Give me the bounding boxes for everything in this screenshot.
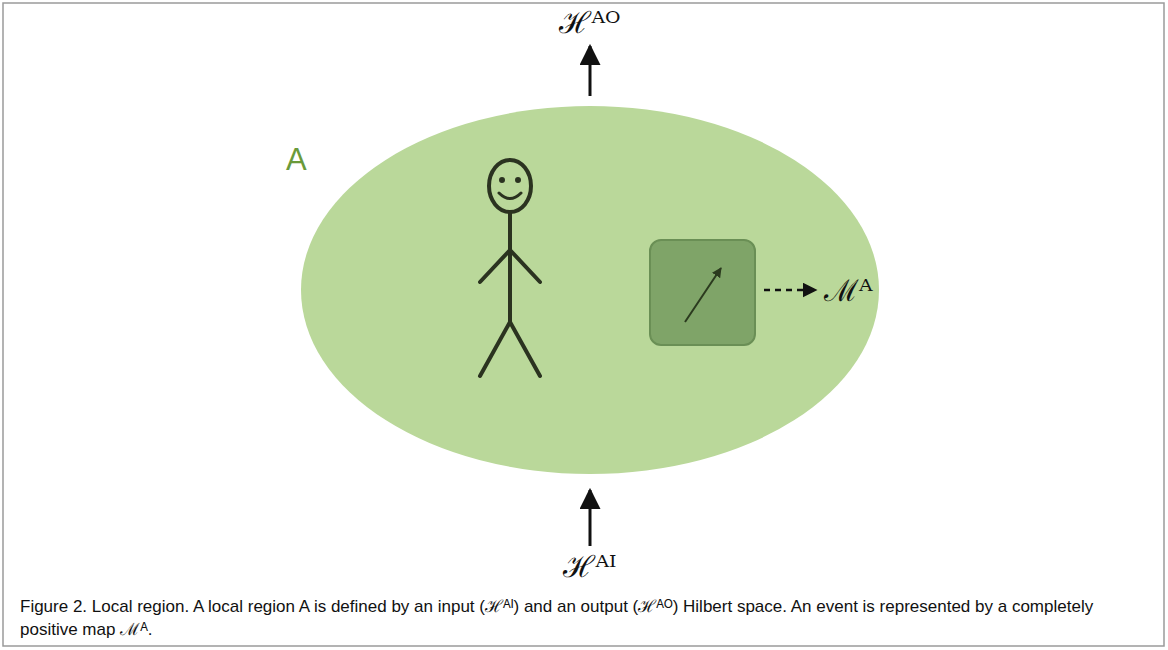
figure-caption: Figure 2. Local region. A local region A… (20, 596, 1148, 642)
region-ellipse (300, 105, 880, 475)
output-arrow (589, 46, 592, 96)
input-arrow (589, 490, 592, 546)
space-label: ℋᴬᴵ (563, 550, 616, 583)
space-label: ℋᴬᴼ (559, 6, 620, 39)
region-name: A (286, 143, 307, 177)
local-region: A (300, 105, 880, 475)
space-label: ℳᴬ (824, 274, 873, 307)
frame-border (3, 3, 1164, 646)
measurement-device (650, 240, 755, 345)
